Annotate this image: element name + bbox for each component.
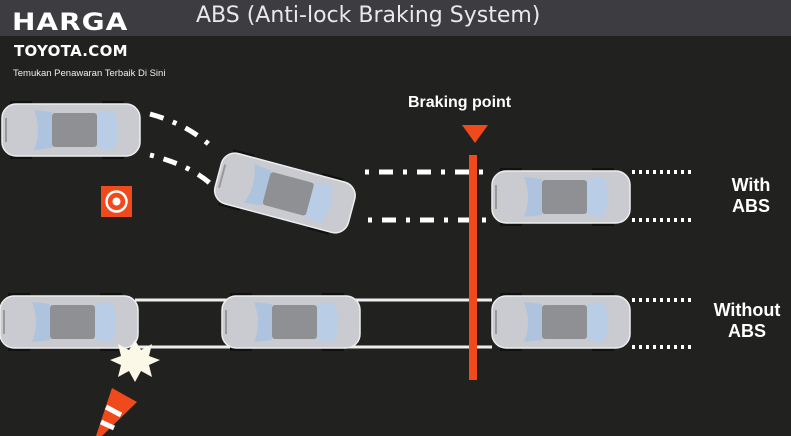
logo-toyota-com: TOYOTA.COM	[14, 42, 128, 60]
swerve-track-upper	[149, 111, 217, 152]
car-without-abs-crash	[0, 292, 139, 352]
crash-burst-icon	[110, 340, 160, 382]
diagram-title: ABS (Anti-lock Braking System)	[196, 3, 541, 28]
car-with-abs-swerving	[209, 146, 361, 240]
traffic-cone-icon	[96, 388, 137, 436]
car-with-abs-start	[1, 100, 141, 160]
logo-harga: HARGA	[12, 8, 129, 37]
braking-point-line	[469, 155, 477, 380]
with-abs-label-line1: With	[731, 175, 771, 195]
logo-tagline: Temukan Penawaran Terbaik Di Sini	[13, 68, 166, 79]
with-abs-label: With ABS	[716, 175, 786, 217]
without-abs-label-line1: Without	[713, 300, 781, 320]
braking-point-arrow-icon	[462, 125, 488, 143]
obstacle-target-icon	[101, 186, 132, 217]
car-without-abs-mid	[221, 292, 361, 352]
braking-point-label: Braking point	[408, 94, 512, 111]
car-with-abs-end	[491, 167, 631, 227]
car-without-abs-end	[491, 292, 631, 352]
without-abs-label-line2: ABS	[727, 321, 766, 341]
swerve-track-lower	[149, 152, 214, 187]
without-abs-label: Without ABS	[706, 300, 788, 342]
title-bar	[0, 0, 791, 36]
with-abs-label-line2: ABS	[731, 196, 770, 216]
